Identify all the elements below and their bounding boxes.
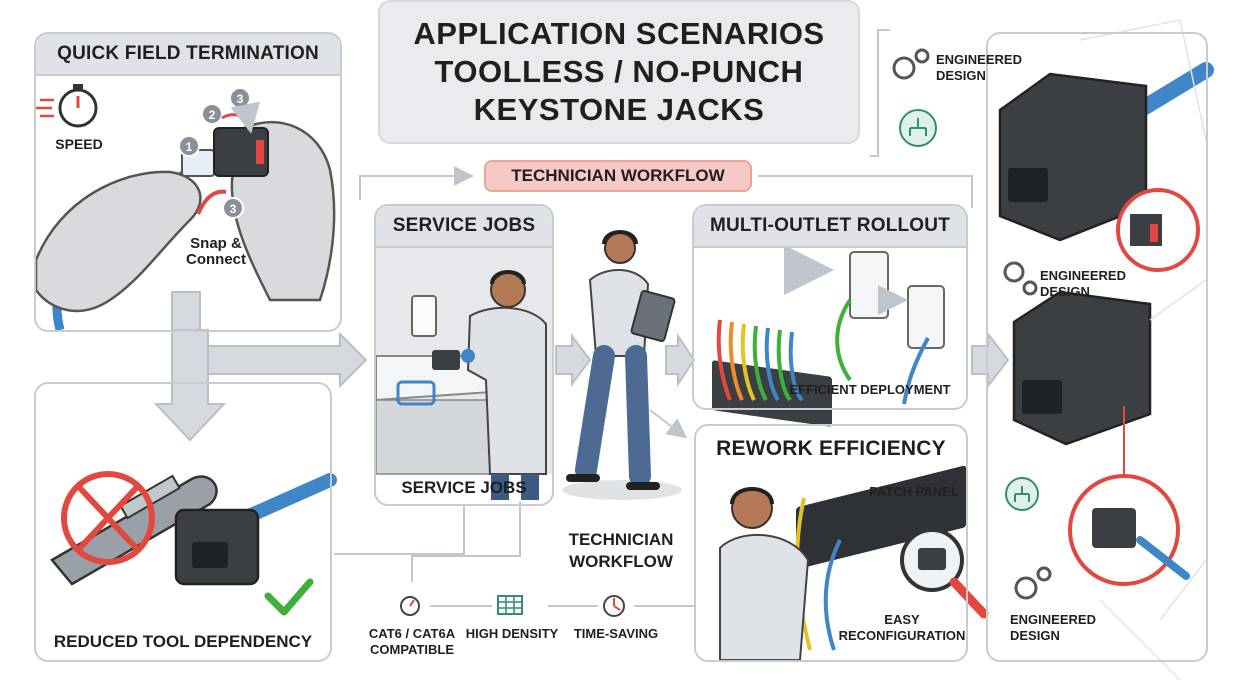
quick-field-heading: QUICK FIELD TERMINATION — [36, 34, 340, 76]
high-density-label: HIGH DENSITY — [465, 626, 559, 641]
step-number-2: 2 — [208, 108, 216, 122]
efficient-deployment-caption: EFFICIENT DEPLOYMENT — [789, 382, 951, 397]
title-line-1: APPLICATION SCENARIOS — [413, 16, 825, 51]
multi-outlet-illustration — [712, 245, 945, 427]
multi-outlet-panel: MULTI-OUTLET ROLLOUT — [692, 204, 968, 410]
quick-field-illustration — [34, 84, 336, 332]
reduced-tool-caption: REDUCED TOOL DEPENDENCY — [53, 632, 313, 651]
cat6-label-line-1: CAT6 / CAT6A — [368, 626, 456, 641]
technician-figure — [562, 230, 682, 500]
flow-arrows — [153, 291, 1010, 442]
cat6-label-line-2: COMPATIBLE — [369, 642, 454, 657]
engineered-bot-line-2: DESIGN — [1010, 628, 1060, 643]
rework-illustration — [719, 465, 989, 661]
easy-reconfig-line-2: RECONFIGURATION — [838, 628, 966, 643]
snap-label-line-1: Snap & — [190, 235, 242, 252]
multi-outlet-heading: MULTI-OUTLET ROLLOUT — [694, 206, 966, 248]
feature-icons — [400, 595, 625, 617]
rework-heading: REWORK EFFICIENCY — [716, 437, 946, 460]
service-jobs-caption: SERVICE JOBS — [401, 478, 527, 497]
technician-label-line-1: TECHNICIAN — [568, 530, 674, 549]
time-saving-label: TIME-SAVING — [573, 626, 659, 641]
service-jobs-illustration — [375, 244, 552, 500]
engineered-design-panel — [986, 32, 1208, 662]
service-jobs-panel: SERVICE JOBS — [374, 204, 554, 506]
step-number-3b: 3 — [229, 202, 237, 216]
reduced-tool-panel — [34, 382, 332, 662]
engineered-design-illustration — [892, 19, 1214, 681]
speed-label: SPEED — [55, 136, 103, 152]
snap-label-line-2: Connect — [186, 251, 246, 268]
title-box: APPLICATION SCENARIOS TOOLLESS / NO-PUNC… — [378, 0, 860, 144]
connector-lines — [334, 29, 973, 607]
engineered-top-line-2: DESIGN — [936, 68, 986, 83]
quick-field-panel: QUICK FIELD TERMINATION — [34, 32, 342, 332]
engineered-mid-line-2: DESIGN — [1040, 284, 1090, 299]
technician-label-line-2: WORKFLOW — [569, 552, 673, 571]
service-jobs-heading: SERVICE JOBS — [376, 206, 552, 248]
easy-reconfig-line-1: EASY — [884, 612, 920, 627]
patch-panel-label: PATCH PANEL — [869, 484, 959, 499]
reduced-tool-illustration — [50, 471, 337, 616]
step-number-1: 1 — [185, 140, 193, 154]
title-line-3: KEYSTONE JACKS — [473, 92, 765, 127]
network-icon — [899, 109, 1039, 511]
engineered-mid-line-1: ENGINEERED — [1040, 268, 1126, 283]
step-number-3a: 3 — [236, 92, 244, 106]
engineered-bot-line-1: ENGINEERED — [1010, 612, 1096, 627]
engineered-top-line-1: ENGINEERED — [936, 52, 1022, 67]
title-line-2: TOOLLESS / NO-PUNCH — [434, 54, 804, 89]
technician-workflow-pill: TECHNICIAN WORKFLOW — [484, 160, 752, 192]
rework-panel: REWORK EFFICIENCY — [694, 424, 968, 662]
